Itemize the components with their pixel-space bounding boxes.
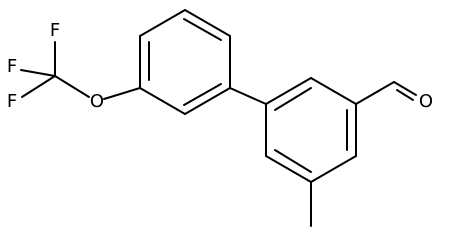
ring-a-bond (139, 87, 186, 115)
aldehyde-c-bond (355, 81, 395, 105)
ring-b-bond (310, 155, 357, 183)
ring-a-bond (139, 9, 186, 37)
atom-label-oxygen: O (419, 91, 433, 112)
ring-b-double-bond (274, 149, 312, 173)
molecule-structure: F F F O O (7, 9, 433, 227)
ring-a-bond (184, 9, 231, 37)
ring-b-bond (265, 77, 312, 105)
atom-label-fluorine: F (50, 20, 60, 41)
ring-a-double-bond (183, 18, 222, 41)
cf-bond (20, 69, 56, 77)
ring-a-double-bond (183, 83, 222, 106)
ether-bond (103, 87, 141, 100)
ring-b-bond (310, 77, 357, 105)
ring-a-bond (184, 87, 231, 115)
atom-label-fluorine: F (7, 56, 17, 77)
cf-bond (21, 75, 56, 98)
ether-bond (54, 75, 90, 98)
biaryl-bond (229, 87, 267, 105)
atom-label-oxygen: O (90, 91, 104, 112)
atom-label-fluorine: F (7, 91, 17, 112)
aldehyde-co-bond (393, 81, 417, 96)
ring-b-double-bond (274, 87, 312, 111)
ring-b-bond (265, 155, 312, 183)
aldehyde-co-double-bond (396, 89, 414, 101)
molecule-structure-canvas: F F F O O (6, 9, 434, 227)
